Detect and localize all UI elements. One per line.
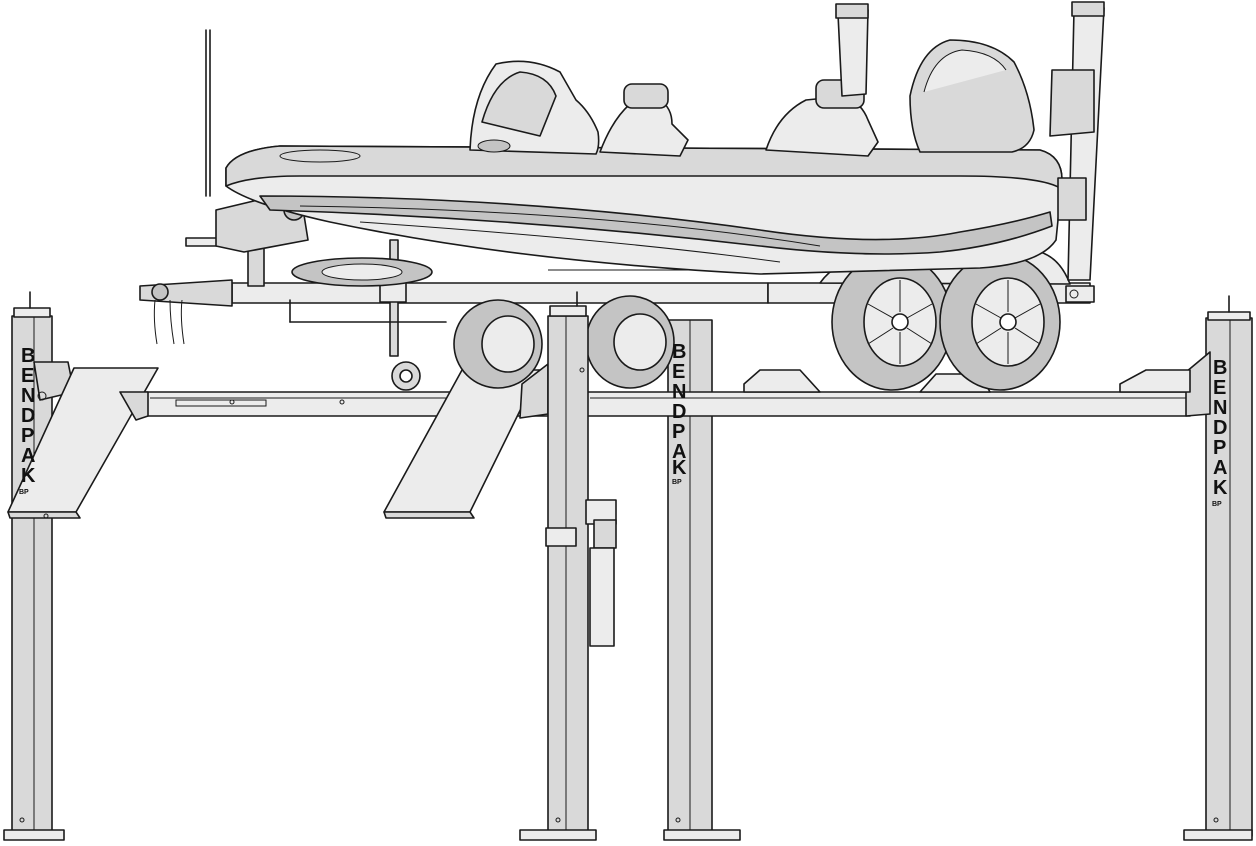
power-pole-left (837, 9, 869, 97)
brand-rear-left-post: B E N D P A K BP (672, 341, 687, 486)
brand-letter: E (21, 365, 34, 387)
bass-boat (205, 1, 1105, 281)
front-right-post (547, 315, 589, 837)
brand-badge: BP (672, 479, 682, 486)
brand-letter: B (1213, 357, 1227, 379)
brand-badge: BP (19, 489, 29, 496)
brand-letter: E (672, 361, 685, 383)
power-pole-right (1067, 7, 1105, 281)
brand-letter: A (1213, 457, 1227, 479)
brand-left-post: B E N D P A K BP (19, 345, 36, 496)
rear-right-post (1205, 317, 1253, 837)
brand-letter: D (672, 401, 686, 423)
brand-letter: N (1213, 397, 1227, 419)
brand-letter: D (21, 405, 35, 427)
brand-letter: P (672, 421, 685, 443)
brand-badge: BP (1212, 501, 1222, 508)
approach-ramps (7, 363, 549, 519)
brand-rear-right-post: B E N D P A K BP (1212, 357, 1228, 508)
front-right-post-group (519, 291, 1253, 841)
brand-letter: P (1213, 437, 1226, 459)
brand-letter: N (21, 385, 35, 407)
brand-letter: B (672, 341, 686, 363)
left-post (11, 315, 53, 837)
brand-letter: A (672, 441, 686, 463)
post-bolts (19, 367, 1219, 823)
brand-letter: K (1213, 477, 1228, 499)
brand-letter: B (21, 345, 35, 367)
hydraulic-reservoir (589, 547, 615, 647)
brand-letter: K (672, 457, 687, 479)
rear-lift-structure (584, 295, 1253, 837)
brand-letter: E (1213, 377, 1226, 399)
brand-letter: K (21, 465, 36, 487)
brand-letter: A (21, 445, 35, 467)
brand-letter: P (21, 425, 34, 447)
trailer-wheels (453, 253, 1061, 391)
brand-letter: N (672, 381, 686, 403)
brand-letter: D (1213, 417, 1227, 439)
